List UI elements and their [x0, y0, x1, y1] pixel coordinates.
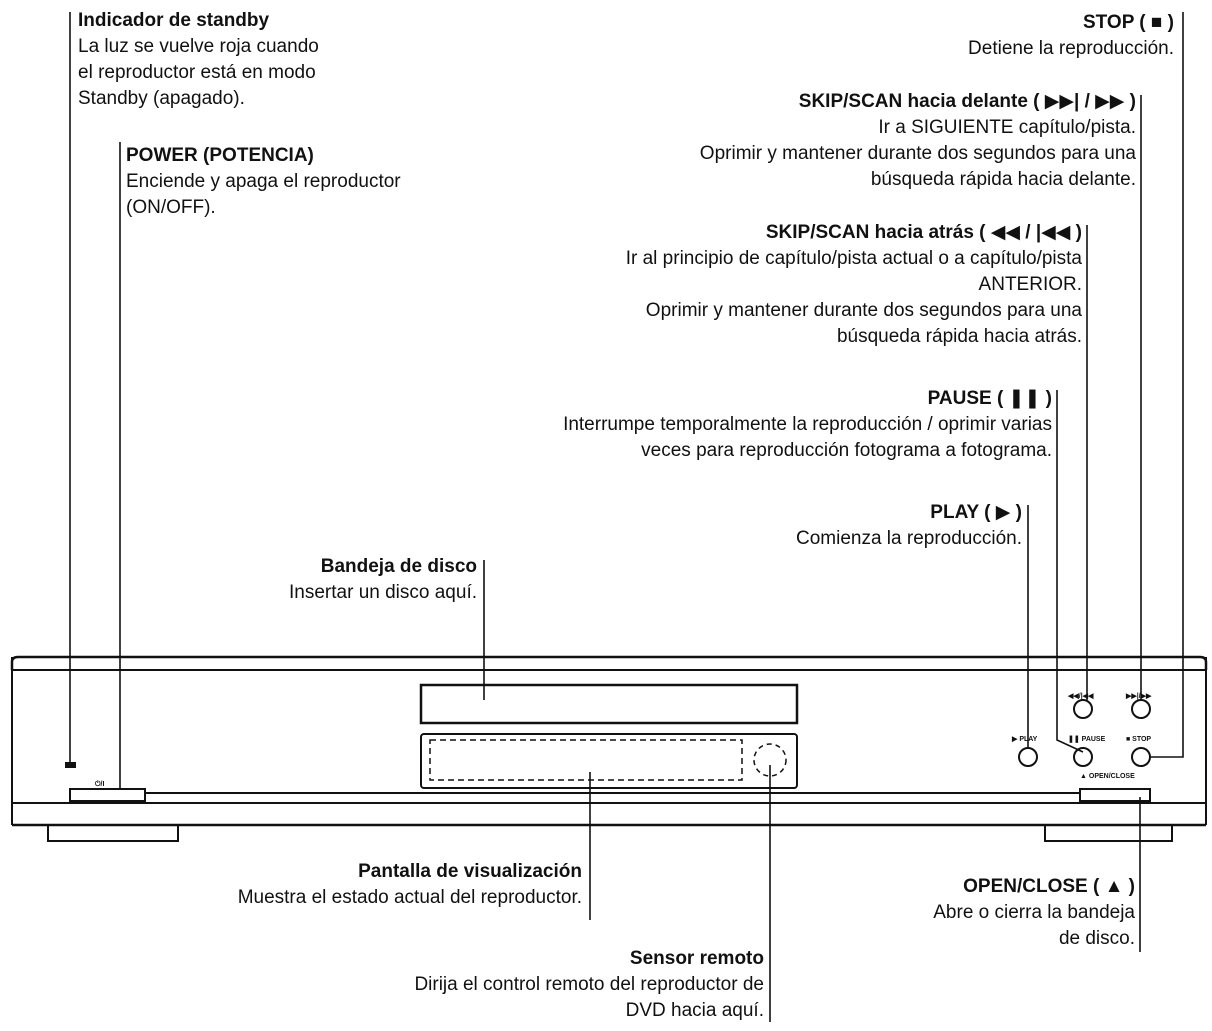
power-desc: Enciende y apaga el reproductor (ON/OFF)… — [126, 171, 401, 218]
callout-open-close: OPEN/CLOSE ( ▲ ) Abre o cierra la bandej… — [815, 874, 1135, 952]
callout-play: PLAY ( ▶ ) Comienza la reproducción. — [662, 500, 1022, 552]
open-close-bar — [1079, 788, 1151, 802]
pause-desc: Interrumpe temporalmente la reproducción… — [563, 414, 1052, 461]
skip-fwd-button — [1131, 699, 1151, 719]
callout-power: POWER (POTENCIA) Enciende y apaga el rep… — [126, 143, 506, 221]
callout-skip-forward: SKIP/SCAN hacia delante ( ▶▶| / ▶▶ ) Ir … — [516, 89, 1136, 193]
play-title: PLAY ( ▶ ) — [930, 502, 1022, 523]
display-desc: Muestra el estado actual del reproductor… — [237, 887, 582, 908]
tray-desc: Insertar un disco aquí. — [289, 582, 477, 603]
power-title: POWER (POTENCIA) — [126, 145, 314, 166]
callout-disc-tray: Bandeja de disco Insertar un disco aquí. — [157, 554, 477, 606]
left-foot — [47, 825, 179, 842]
stop-title: STOP ( ■ ) — [1082, 12, 1174, 33]
pause-leader — [1056, 390, 1084, 753]
callout-pause: PAUSE ( ❚❚ ) Interrumpe temporalmente la… — [412, 386, 1052, 464]
skip-fwd-desc: Ir a SIGUIENTE capítulo/pista. Oprimir y… — [699, 117, 1136, 190]
display-title: Pantalla de visualización — [358, 861, 582, 882]
callout-remote-sensor: Sensor remoto Dirija el control remoto d… — [304, 946, 764, 1024]
play-desc: Comienza la reproducción. — [795, 528, 1022, 549]
skip-fwd-title: SKIP/SCAN hacia delante ( ▶▶| / ▶▶ ) — [798, 91, 1136, 112]
open-close-desc: Abre o cierra la bandeja de disco. — [933, 902, 1135, 949]
skip-back-title: SKIP/SCAN hacia atrás ( ◀◀ / |◀◀ ) — [765, 222, 1082, 243]
tray-title: Bandeja de disco — [320, 556, 477, 577]
skip-fwd-label: ▶▶|/▶▶ — [1125, 693, 1152, 700]
play-label: ▶ PLAY — [1011, 736, 1038, 743]
open-close-title: OPEN/CLOSE ( ▲ ) — [963, 876, 1135, 897]
pause-title: PAUSE ( ❚❚ ) — [927, 388, 1052, 409]
callout-standby: Indicador de standby La luz se vuelve ro… — [78, 8, 458, 112]
power-bar — [69, 788, 146, 802]
stop-leader — [1150, 12, 1184, 758]
callout-display: Pantalla de visualización Muestra el est… — [82, 859, 582, 911]
remote-sensor-window — [753, 743, 787, 777]
remote-title: Sensor remoto — [629, 948, 764, 969]
standby-desc: La luz se vuelve roja cuando el reproduc… — [78, 36, 319, 109]
power-symbol-label: ⏻/I — [95, 780, 104, 788]
disc-tray — [419, 683, 799, 725]
stop-button — [1131, 747, 1151, 767]
callout-stop: STOP ( ■ ) Detiene la reproducción. — [754, 10, 1174, 62]
player-body — [10, 655, 1208, 670]
display-window — [420, 733, 798, 789]
standby-led — [65, 762, 76, 768]
skip-back-label: ◀◀/|◀◀ — [1067, 693, 1094, 700]
pause-label: ❚❚ PAUSE — [1068, 735, 1106, 743]
pause-button — [1073, 747, 1093, 767]
skip-back-desc: Ir al principio de capítulo/pista actual… — [625, 248, 1082, 347]
stop-desc: Detiene la reproducción. — [968, 38, 1174, 59]
display-screen — [429, 739, 743, 781]
open-close-label: ▲ OPEN/CLOSE — [1080, 773, 1135, 780]
standby-title: Indicador de standby — [78, 10, 270, 31]
play-button — [1018, 747, 1038, 767]
stop-label: ■ STOP — [1126, 736, 1151, 743]
right-foot — [1044, 825, 1173, 842]
callout-skip-back: SKIP/SCAN hacia atrás ( ◀◀ / |◀◀ ) Ir al… — [462, 220, 1082, 350]
remote-desc: Dirija el control remoto del reproductor… — [414, 974, 764, 1021]
skip-back-button — [1073, 699, 1093, 719]
